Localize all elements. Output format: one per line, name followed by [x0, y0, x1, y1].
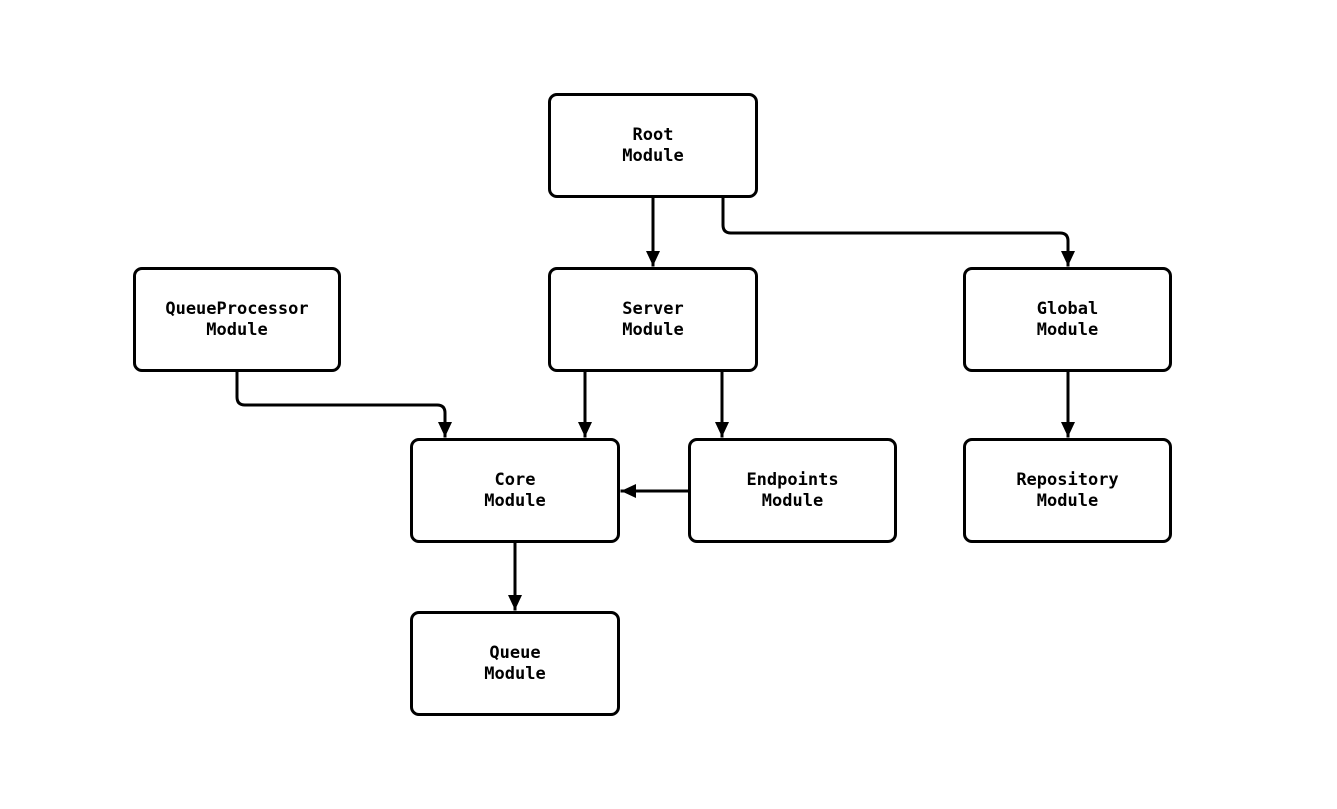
node-queue-module: Queue Module	[410, 611, 620, 716]
node-repository-module: Repository Module	[963, 438, 1172, 543]
node-endpoints-module: Endpoints Module	[688, 438, 897, 543]
node-label: Core Module	[484, 469, 546, 511]
node-label: Root Module	[622, 124, 684, 166]
node-label: Endpoints Module	[746, 469, 839, 511]
node-queueprocessor-module: QueueProcessor Module	[133, 267, 341, 372]
node-global-module: Global Module	[963, 267, 1172, 372]
node-label: Queue Module	[484, 642, 546, 684]
node-label: Global Module	[1036, 298, 1099, 340]
node-label: Repository Module	[1016, 469, 1119, 511]
edge-queueprocessor-to-core	[235, 370, 452, 438]
edge-root-to-global	[721, 196, 1075, 267]
node-server-module: Server Module	[548, 267, 758, 372]
node-root-module: Root Module	[548, 93, 758, 198]
node-core-module: Core Module	[410, 438, 620, 543]
node-label: Server Module	[622, 298, 684, 340]
node-label: QueueProcessor Module	[165, 298, 309, 340]
